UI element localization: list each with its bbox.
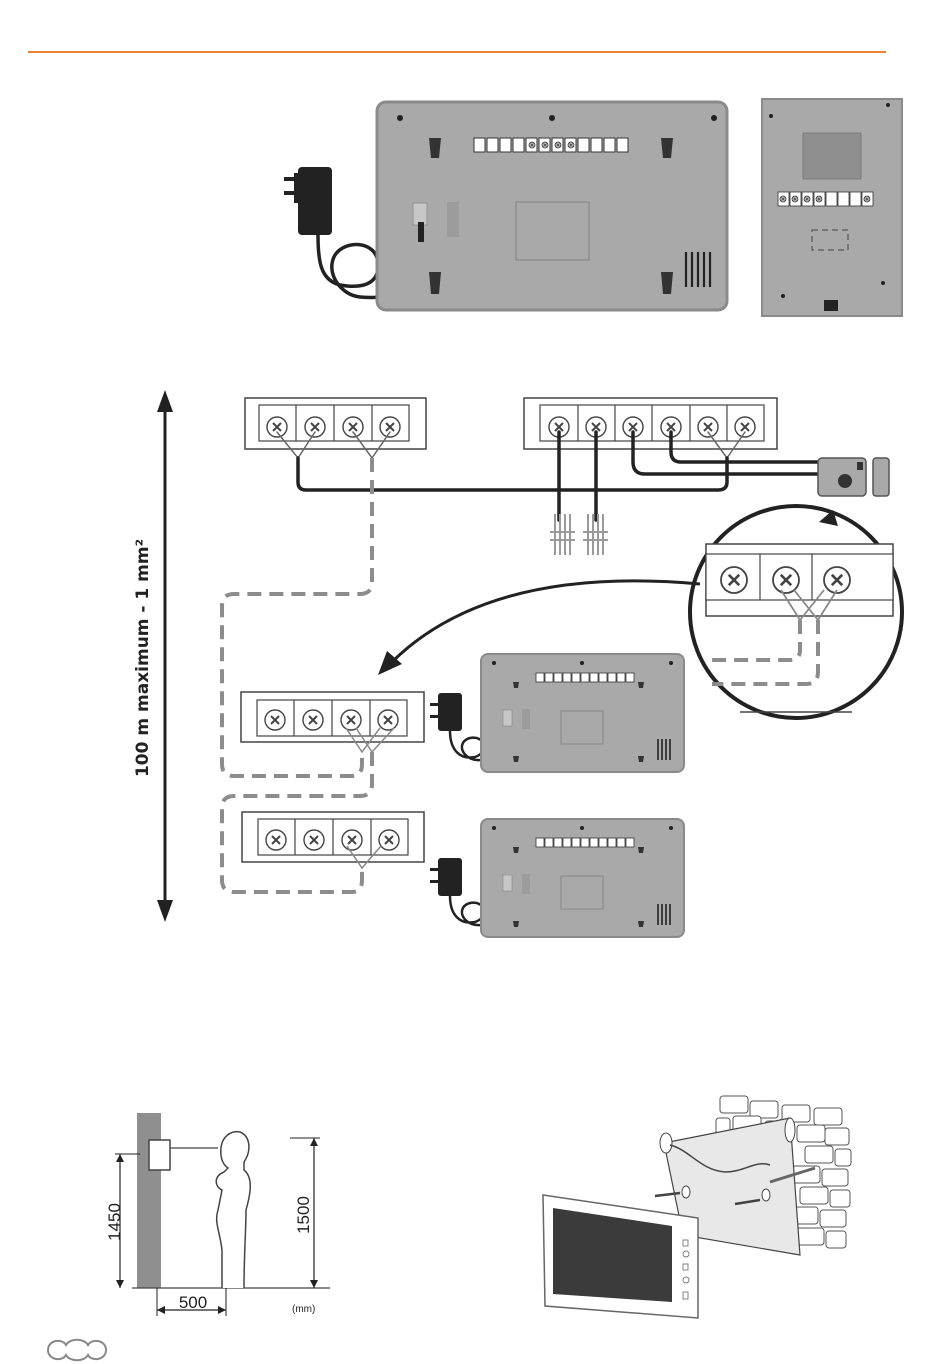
indoor-monitor-back (377, 102, 727, 310)
zoom-arrow (392, 581, 700, 662)
slave-terminal-block-1 (241, 692, 424, 752)
logo-icon (48, 1340, 106, 1361)
screw-terminal-icon (267, 417, 287, 437)
electric-lock-icon (818, 458, 889, 496)
zoom-detail-circle (690, 506, 902, 718)
slave-adapter-1 (430, 693, 462, 731)
unit-label: (mm) (292, 1304, 315, 1315)
slave-terminal-block-2 (242, 812, 424, 868)
outdoor-unit-back (762, 99, 902, 316)
indoor-monitor-front (543, 1195, 698, 1318)
slave-monitor-1 (481, 654, 684, 772)
slave-monitor-2 (481, 819, 684, 937)
distance-value-label: 500 (179, 1293, 207, 1312)
slave-adapter-2 (430, 858, 462, 896)
eye-height-label: 1450 (105, 1203, 124, 1241)
distance-arrow (157, 390, 173, 922)
distance-label: 100 m maximum - 1 mm² (133, 539, 153, 777)
person-height-label: 1500 (294, 1196, 313, 1234)
monitor-terminal-block (245, 398, 426, 449)
power-adapter-icon (284, 167, 332, 235)
